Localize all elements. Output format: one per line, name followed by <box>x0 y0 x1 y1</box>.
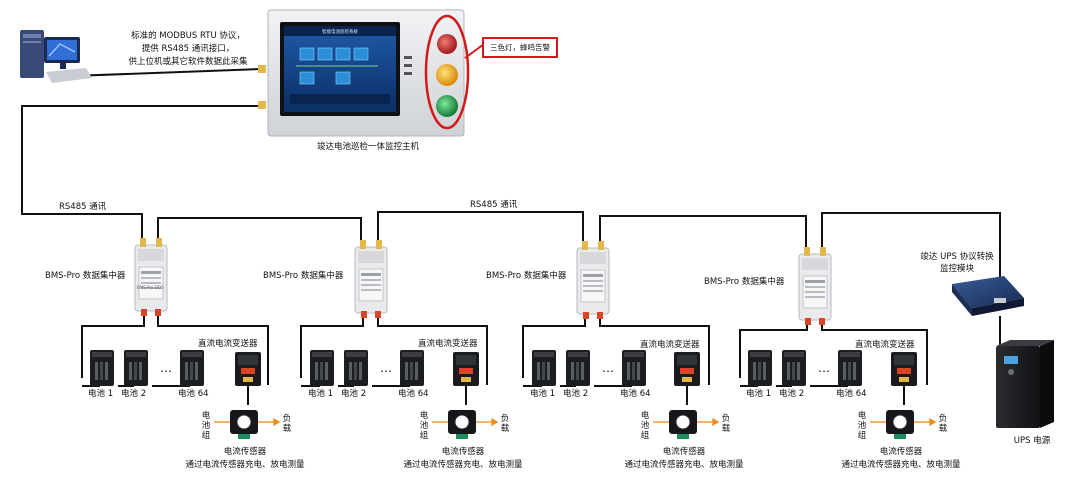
battery-label-2: 电池 2 <box>563 389 589 399</box>
ups-label: UPS 电源 <box>1013 436 1051 446</box>
pc-note-line2: 提供 RS485 通讯接口， <box>141 44 235 54</box>
collector-device-3 <box>576 240 610 320</box>
sensor-left-label: 电池组 <box>419 411 429 441</box>
yellow-lamp-icon <box>436 64 458 86</box>
collector-label-1: BMS-Pro 数据集中器 <box>45 271 126 281</box>
battery-label-1: 电池 1 <box>530 389 556 399</box>
battery-ellipsis: … <box>380 361 392 375</box>
cable-chain-1-2 <box>157 217 362 240</box>
battery-icon <box>622 350 646 386</box>
battery-label-1: 电池 1 <box>308 389 334 399</box>
cable-pc-host <box>71 68 263 77</box>
alarm-note: 三色灯，蜂鸣告警 <box>482 37 558 58</box>
cables <box>21 68 1001 405</box>
computer-icon <box>20 30 92 83</box>
sensor-name-1: 电流传感器 <box>223 447 267 457</box>
battery-icon <box>566 350 590 386</box>
sensor-right-label: 负载 <box>721 414 731 434</box>
sensor-left-label: 电池组 <box>640 411 650 441</box>
battery-label-1: 电池 1 <box>746 389 772 399</box>
alarm-pointer <box>464 43 485 59</box>
battery-label-64: 电池 64 <box>836 389 867 399</box>
red-lamp-icon <box>437 34 457 54</box>
battery-icon <box>400 350 424 386</box>
cable-host-rs485 <box>21 105 262 238</box>
transmitter-label-2: 直流电流变送器 <box>418 339 478 349</box>
battery-ellipsis: … <box>160 361 172 375</box>
host-connector-left <box>258 101 266 109</box>
battery-label-64: 电池 64 <box>398 389 429 399</box>
battery-label-2: 电池 2 <box>779 389 805 399</box>
battery-label-64: 电池 64 <box>620 389 651 399</box>
collector-label-4: BMS-Pro 数据集中器 <box>704 277 785 287</box>
cable-chain-3-4 <box>599 215 807 249</box>
rs485-label-left: RS485 通讯 <box>59 202 107 212</box>
host-connector-top <box>258 65 266 73</box>
host-screen-title: 智能电池巡检系统 <box>322 28 358 35</box>
collector-device-1 <box>134 237 168 317</box>
pc-note-line1: 标准的 MODBUS RTU 协议， <box>131 31 245 41</box>
cable-chain-2-3 <box>377 211 584 241</box>
battery-label-64: 电池 64 <box>178 389 209 399</box>
rs485-label-middle: RS485 通讯 <box>470 200 518 210</box>
transmitter-icon <box>891 352 917 386</box>
collector-device-2 <box>354 239 388 319</box>
host-label: 竣达电池巡检一体监控主机 <box>316 142 419 152</box>
green-lamp-icon <box>436 95 458 117</box>
sensor-desc-4: 通过电流传感器充电、放电测量 <box>841 460 961 470</box>
battery-label-1: 电池 1 <box>88 389 114 399</box>
sensor-name-2: 电流传感器 <box>441 447 485 457</box>
ups-power-unit <box>996 340 1054 428</box>
sensor-icon <box>447 409 477 440</box>
battery-icon <box>180 350 204 386</box>
sensor-right-label: 负载 <box>500 414 510 434</box>
sensor-desc-1: 通过电流传感器充电、放电测量 <box>185 460 305 470</box>
ups-module-label-line1: 竣达 UPS 协议转换 <box>920 252 994 262</box>
battery-icon <box>748 350 772 386</box>
transmitter-icon <box>235 352 261 386</box>
battery-icon <box>532 350 556 386</box>
battery-icon <box>90 350 114 386</box>
sensor-right-label: 负载 <box>938 414 948 434</box>
sensor-left-label: 电池组 <box>201 411 211 441</box>
alarm-lamp-highlight <box>424 14 470 130</box>
collector-label-2: BMS-Pro 数据集中器 <box>263 271 344 281</box>
ups-protocol-module <box>952 276 1024 316</box>
current-flow-arrows <box>214 417 937 427</box>
collector-label-3: BMS-Pro 数据集中器 <box>486 271 567 281</box>
transmitter-icon <box>674 352 700 386</box>
sensor-left-label: 电池组 <box>857 411 867 441</box>
battery-icon <box>838 350 862 386</box>
transmitter-icon <box>453 352 479 386</box>
collector-device-4 <box>798 246 832 326</box>
monitor-host-device <box>267 9 465 137</box>
sensor-right-label: 负载 <box>282 414 292 434</box>
sensor-name-3: 电流传感器 <box>662 447 706 457</box>
sensor-icon <box>668 409 698 440</box>
battery-icon <box>124 350 148 386</box>
sensor-name-4: 电流传感器 <box>879 447 923 457</box>
cable-chain-4-ups <box>821 212 1001 290</box>
battery-icon <box>344 350 368 386</box>
battery-icon <box>782 350 806 386</box>
battery-ellipsis: … <box>602 361 614 375</box>
battery-ellipsis: … <box>818 361 830 375</box>
transmitter-label-3: 直流电流变送器 <box>640 340 700 350</box>
collector-panel-text: BMS-Pro DDS <box>137 285 164 290</box>
battery-label-2: 电池 2 <box>121 389 147 399</box>
pc-note-line3: 供上位机或其它软件数据此采集 <box>128 57 248 67</box>
transmitter-label-4: 直流电流变送器 <box>855 340 915 350</box>
sensor-desc-3: 通过电流传感器充电、放电测量 <box>624 460 744 470</box>
sensor-icon <box>229 409 259 440</box>
battery-label-2: 电池 2 <box>341 389 367 399</box>
transmitter-label-1: 直流电流变送器 <box>198 339 258 349</box>
ups-module-label-line2: 监控模块 <box>939 264 974 274</box>
sensor-desc-2: 通过电流传感器充电、放电测量 <box>403 460 523 470</box>
battery-icon <box>310 350 334 386</box>
sensor-icon <box>885 409 915 440</box>
